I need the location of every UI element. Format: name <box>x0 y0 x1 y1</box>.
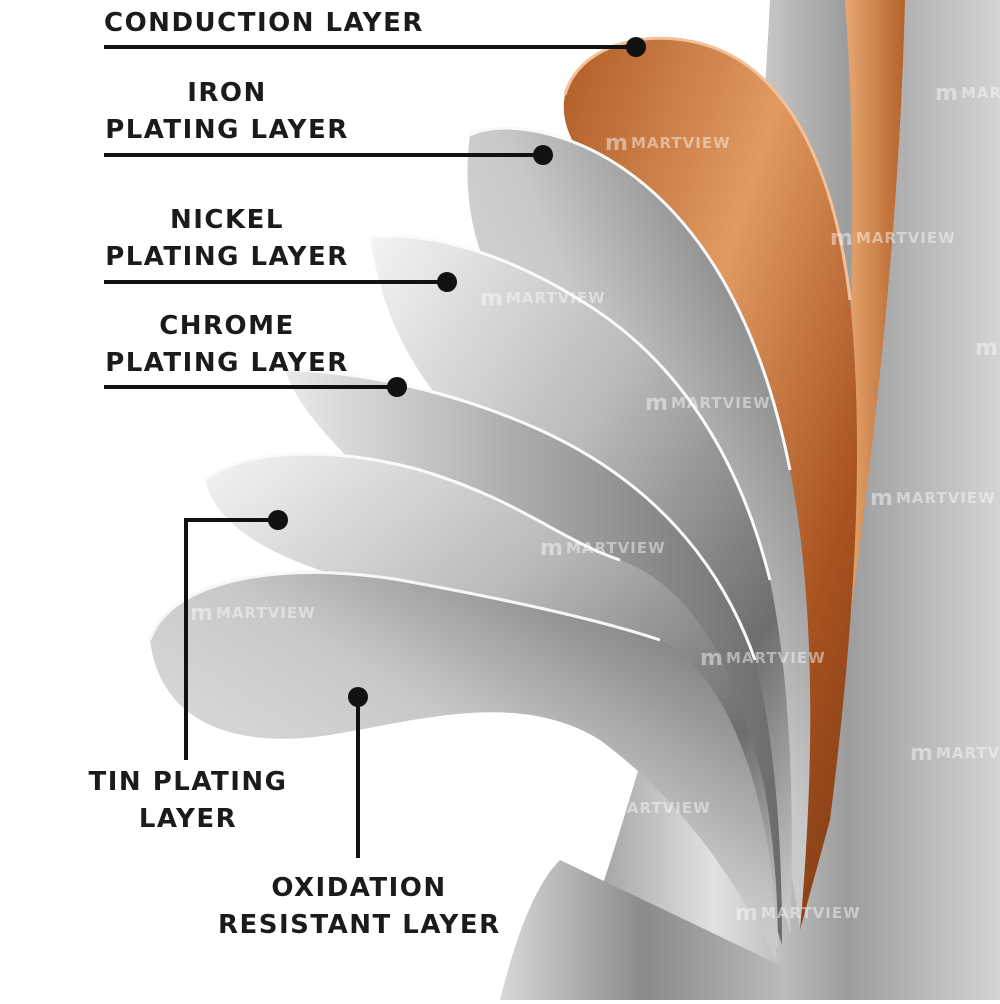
dot-chrome <box>387 377 407 397</box>
watermark-logo-icon: m <box>700 646 723 671</box>
label-oxidation-line-1: OXIDATION <box>271 873 447 903</box>
watermark-text: MARTVIEW <box>671 394 771 412</box>
label-iron-plating-layer: IRON PLATING LAYER <box>104 75 350 149</box>
watermark-text: MARTVIEW <box>896 489 996 507</box>
label-oxidation-line-2: RESISTANT LAYER <box>218 910 501 940</box>
label-tin-plating-layer: TIN PLATING LAYER <box>88 764 288 838</box>
watermark-text: MARTVIEW <box>506 289 606 307</box>
label-conduction-line-1: CONDUCTION LAYER <box>104 8 424 38</box>
watermark-logo-icon: m <box>190 601 213 626</box>
dot-nickel <box>437 272 457 292</box>
watermark-text: MARTVIEW <box>631 134 731 152</box>
watermark-logo-icon: m <box>465 26 488 51</box>
watermark-text: MARTVIEW <box>611 799 711 817</box>
watermark-logo-icon: m <box>830 226 853 251</box>
watermark-text: MARTVIEW <box>566 539 666 557</box>
watermark-text: MARTVIEW <box>961 84 1000 102</box>
label-tin-line-1: TIN PLATING <box>88 767 288 797</box>
copper-sheet-edge <box>563 36 852 301</box>
dot-oxidation <box>348 687 368 707</box>
watermark-logo-icon: m <box>870 486 893 511</box>
watermark-logo-icon: m <box>585 796 608 821</box>
label-nickel-line-2: PLATING LAYER <box>105 242 349 272</box>
label-oxidation-resistant-layer: OXIDATION RESISTANT LAYER <box>218 870 500 944</box>
base-foot <box>500 860 790 1000</box>
label-nickel-plating-layer: NICKEL PLATING LAYER <box>104 202 350 276</box>
label-iron-line-1: IRON <box>187 78 267 108</box>
label-nickel-line-1: NICKEL <box>170 205 284 235</box>
watermark-logo-icon: m <box>480 286 503 311</box>
watermark-logo-icon: m <box>605 131 628 156</box>
label-chrome-line-2: PLATING LAYER <box>105 348 349 378</box>
dot-conduction <box>626 37 646 57</box>
watermark-logo-icon: m <box>910 741 933 766</box>
dot-iron <box>533 145 553 165</box>
label-tin-line-2: LAYER <box>138 804 238 834</box>
label-iron-line-2: PLATING LAYER <box>105 115 349 145</box>
watermark-logo-icon: m <box>645 391 668 416</box>
watermark-text: MARTVIEW <box>856 229 956 247</box>
watermark-text: MARTVIEW <box>761 904 861 922</box>
label-chrome-line-1: CHROME <box>159 311 295 341</box>
watermark-logo-icon: m <box>975 336 998 361</box>
label-conduction-layer: CONDUCTION LAYER <box>104 5 424 42</box>
watermark-text: MARTVIEW <box>216 604 316 622</box>
leader-dots <box>268 37 646 707</box>
watermark-logo-icon: m <box>540 536 563 561</box>
oxidation-sheet <box>150 572 776 960</box>
watermark-logo-icon: m <box>935 81 958 106</box>
label-chrome-plating-layer: CHROME PLATING LAYER <box>104 308 350 382</box>
watermark-text: MARTVIEW <box>936 744 1000 762</box>
dot-tin <box>268 510 288 530</box>
leader-lines <box>104 45 635 858</box>
watermark-text: MARTVIEW <box>491 29 591 47</box>
watermark-text: MARTVIEW <box>726 649 826 667</box>
watermark-logo-icon: m <box>735 901 758 926</box>
leader-tin <box>184 518 278 760</box>
